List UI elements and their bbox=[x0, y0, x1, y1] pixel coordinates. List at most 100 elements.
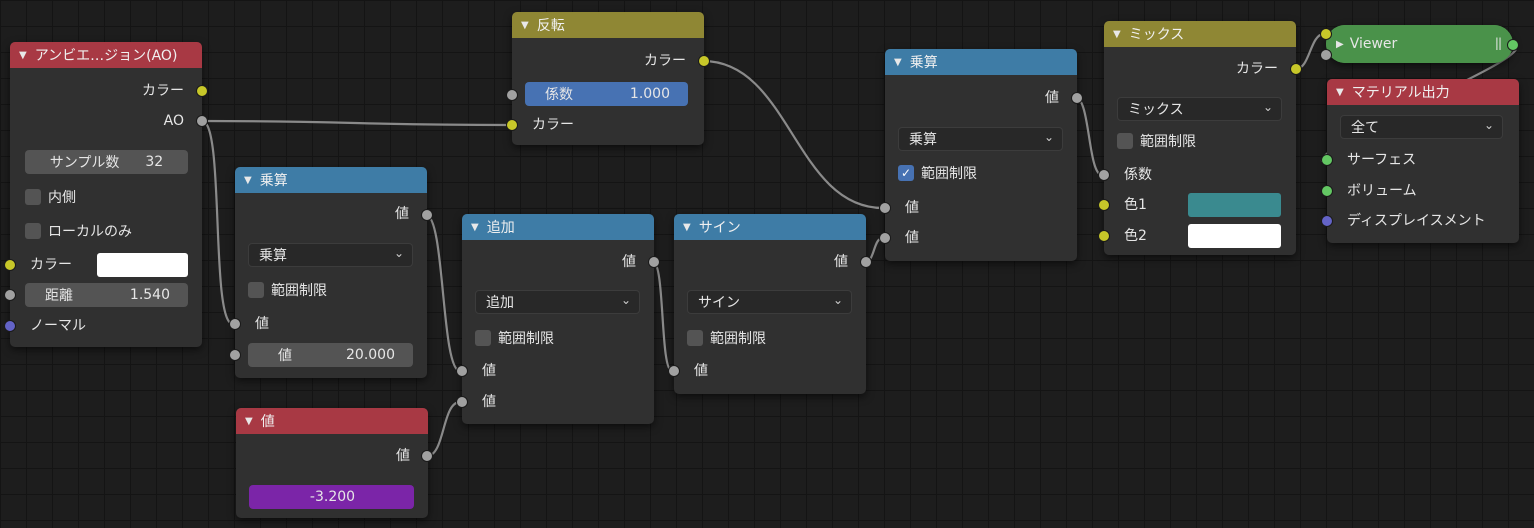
operation-dropdown[interactable]: 乗算 ⌄ bbox=[248, 243, 413, 267]
socket-input-value[interactable] bbox=[1320, 49, 1332, 61]
node-header[interactable]: ▼ ミックス bbox=[1104, 21, 1296, 47]
color-swatch[interactable] bbox=[97, 253, 188, 277]
samples-field[interactable]: サンプル数 32 bbox=[25, 150, 188, 174]
node-ambient-occlusion[interactable]: ▼ アンビエ…ジョン(AO) カラー AO サンプル数 32 内側 ローカルのみ… bbox=[4, 42, 208, 347]
socket-input-value2[interactable] bbox=[229, 349, 241, 361]
collapse-triangle-icon[interactable]: ▼ bbox=[894, 56, 902, 68]
value2-label: 値 bbox=[278, 348, 292, 364]
collapse-triangle-icon[interactable]: ▼ bbox=[245, 415, 253, 427]
socket-input-normal[interactable] bbox=[4, 320, 16, 332]
node-multiply-1[interactable]: ▼ 乗算 値 乗算 ⌄ 範囲制限 値 値 20.000 bbox=[229, 167, 433, 378]
node-title: 追加 bbox=[486, 220, 515, 236]
socket-input-color[interactable] bbox=[1320, 28, 1332, 40]
node-header[interactable]: ▼ 追加 bbox=[462, 214, 654, 240]
checkbox-box[interactable] bbox=[687, 330, 703, 346]
socket-output-value[interactable] bbox=[860, 256, 872, 268]
node-header[interactable]: ▼ サイン bbox=[674, 214, 866, 240]
socket-input-factor[interactable] bbox=[1098, 169, 1110, 181]
node-header[interactable]: ▼ 値 bbox=[236, 408, 428, 434]
socket-input-value1[interactable] bbox=[456, 365, 468, 377]
clamp-checkbox[interactable]: 範囲制限 bbox=[1117, 131, 1196, 151]
node-header[interactable]: ▼ 乗算 bbox=[885, 49, 1077, 75]
checkbox-box[interactable] bbox=[25, 223, 41, 239]
collapse-triangle-icon[interactable]: ▼ bbox=[244, 174, 252, 186]
inside-checkbox[interactable]: 内側 bbox=[25, 187, 76, 207]
socket-output-value[interactable] bbox=[1071, 92, 1083, 104]
clamp-checkbox[interactable]: 範囲制限 bbox=[475, 328, 554, 348]
socket-input-color2[interactable] bbox=[1098, 230, 1110, 242]
operation-dropdown[interactable]: 乗算 ⌄ bbox=[898, 127, 1063, 151]
collapse-triangle-icon[interactable]: ▼ bbox=[1113, 28, 1121, 40]
checkbox-box[interactable] bbox=[25, 189, 41, 205]
node-viewer[interactable]: ▶ Viewer || bbox=[1320, 25, 1519, 63]
socket-output-color[interactable] bbox=[698, 55, 710, 67]
target-dropdown[interactable]: 全て ⌄ bbox=[1340, 115, 1503, 139]
node-add[interactable]: ▼ 追加 値 追加 ⌄ 範囲制限 値 値 bbox=[456, 214, 660, 424]
clamp-checkbox[interactable]: 範囲制限 bbox=[248, 280, 327, 300]
factor-field[interactable]: 係数 1.000 bbox=[525, 82, 688, 106]
checkmark-icon[interactable]: ✓ bbox=[898, 165, 914, 181]
node-value[interactable]: ▼ 値 値 -3.200 bbox=[236, 408, 433, 518]
collapse-triangle-icon[interactable]: ▼ bbox=[471, 221, 479, 233]
link-mult1-to-add bbox=[424, 213, 462, 373]
clamp-checkbox[interactable]: ✓ 範囲制限 bbox=[898, 163, 977, 183]
socket-input-color[interactable] bbox=[506, 119, 518, 131]
socket-input-value1[interactable] bbox=[229, 318, 241, 330]
checkbox-box[interactable] bbox=[475, 330, 491, 346]
clamp-label: 範囲制限 bbox=[271, 283, 327, 299]
socket-output-color[interactable] bbox=[1290, 63, 1302, 75]
local-only-label: ローカルのみ bbox=[48, 224, 132, 240]
node-header[interactable]: ▼ 反転 bbox=[512, 12, 704, 38]
node-mix[interactable]: ▼ ミックス カラー ミックス ⌄ 範囲制限 係数 色1 色2 bbox=[1098, 21, 1302, 255]
operation-value: サイン bbox=[698, 295, 740, 311]
socket-input-value2[interactable] bbox=[456, 396, 468, 408]
input-value1-label: 値 bbox=[482, 363, 496, 379]
link-ao-to-invert bbox=[200, 119, 512, 127]
collapse-triangle-icon[interactable]: ▼ bbox=[683, 221, 691, 233]
socket-input-distance[interactable] bbox=[4, 289, 16, 301]
input-color-label: カラー bbox=[532, 117, 574, 133]
socket-input-value2[interactable] bbox=[879, 232, 891, 244]
socket-input-displacement[interactable] bbox=[1321, 215, 1333, 227]
checkbox-box[interactable] bbox=[248, 282, 264, 298]
socket-input-volume[interactable] bbox=[1321, 185, 1333, 197]
socket-output-ao[interactable] bbox=[196, 115, 208, 127]
collapse-triangle-icon[interactable]: ▼ bbox=[521, 19, 529, 31]
node-header[interactable]: ▼ 乗算 bbox=[235, 167, 427, 193]
node-title: 値 bbox=[260, 414, 275, 430]
socket-output-shader[interactable] bbox=[1507, 39, 1519, 51]
operation-dropdown[interactable]: 追加 ⌄ bbox=[475, 290, 640, 314]
node-multiply-2[interactable]: ▼ 乗算 値 乗算 ⌄ ✓ 範囲制限 値 値 bbox=[879, 49, 1083, 261]
distance-field[interactable]: 距離 1.540 bbox=[25, 283, 188, 307]
socket-input-color1[interactable] bbox=[1098, 199, 1110, 211]
socket-input-value1[interactable] bbox=[879, 202, 891, 214]
socket-input-surface[interactable] bbox=[1321, 154, 1333, 166]
value2-field[interactable]: 値 20.000 bbox=[248, 343, 413, 367]
socket-output-value[interactable] bbox=[648, 256, 660, 268]
socket-input-factor[interactable] bbox=[506, 89, 518, 101]
socket-input-color[interactable] bbox=[4, 259, 16, 271]
socket-output-color[interactable] bbox=[196, 85, 208, 97]
expand-triangle-icon[interactable]: ▶ bbox=[1336, 38, 1344, 50]
node-material-output[interactable]: ▼ マテリアル出力 全て ⌄ サーフェス ボリューム ディスプレイスメント bbox=[1321, 79, 1519, 243]
color2-swatch[interactable] bbox=[1188, 224, 1281, 248]
checkbox-box[interactable] bbox=[1117, 133, 1133, 149]
blend-type-dropdown[interactable]: ミックス ⌄ bbox=[1117, 97, 1282, 121]
clamp-checkbox[interactable]: 範囲制限 bbox=[687, 328, 766, 348]
node-invert[interactable]: ▼ 反転 カラー 係数 1.000 カラー bbox=[506, 12, 710, 145]
socket-input-value[interactable] bbox=[668, 365, 680, 377]
local-only-checkbox[interactable]: ローカルのみ bbox=[25, 221, 132, 241]
operation-dropdown[interactable]: サイン ⌄ bbox=[687, 290, 852, 314]
collapse-triangle-icon[interactable]: ▼ bbox=[1336, 86, 1344, 98]
socket-output-value[interactable] bbox=[421, 450, 433, 462]
chevron-down-icon: ⌄ bbox=[393, 246, 404, 260]
socket-output-value[interactable] bbox=[421, 209, 433, 221]
node-header[interactable]: ▶ Viewer bbox=[1326, 25, 1513, 63]
drag-handle-icon[interactable]: || bbox=[1494, 36, 1502, 50]
value-field[interactable]: -3.200 bbox=[249, 485, 414, 509]
node-header[interactable]: ▼ アンビエ…ジョン(AO) bbox=[10, 42, 202, 68]
node-sine[interactable]: ▼ サイン 値 サイン ⌄ 範囲制限 値 bbox=[668, 214, 872, 394]
node-header[interactable]: ▼ マテリアル出力 bbox=[1327, 79, 1519, 105]
collapse-triangle-icon[interactable]: ▼ bbox=[19, 49, 27, 61]
color1-swatch[interactable] bbox=[1188, 193, 1281, 217]
